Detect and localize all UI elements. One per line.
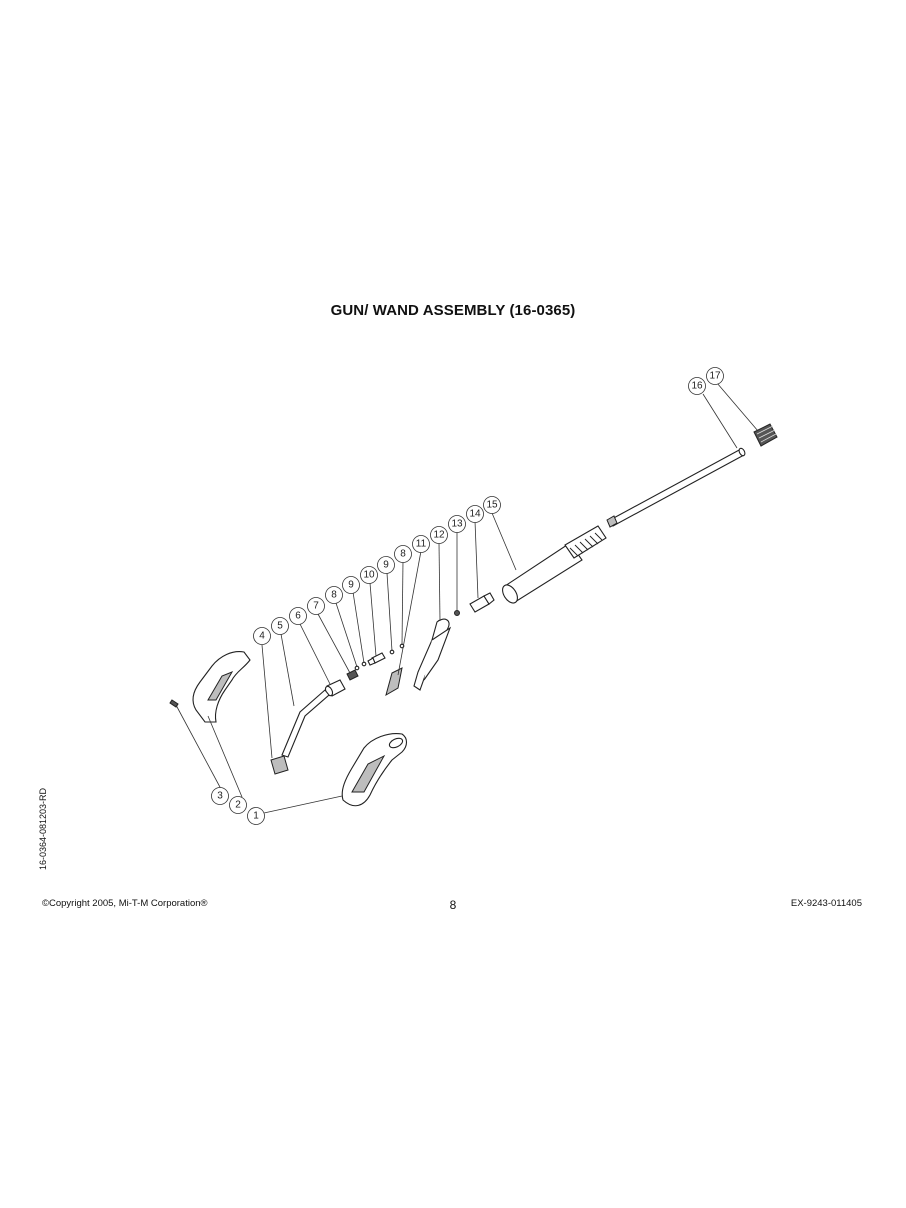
svg-text:16: 16 [691, 381, 703, 392]
part-grip-sleeve [502, 525, 607, 604]
part-nozzle-coupler [753, 423, 778, 447]
svg-text:8: 8 [400, 549, 406, 560]
part-handle-half-left [192, 651, 251, 723]
svg-text:11: 11 [416, 539, 427, 550]
svg-text:2: 2 [235, 800, 241, 811]
callout-4: 4 [253, 627, 271, 645]
callout-11: 11 [412, 535, 430, 553]
svg-text:3: 3 [217, 791, 223, 802]
svg-text:4: 4 [259, 631, 265, 642]
part-adapter [469, 592, 495, 613]
svg-text:14: 14 [469, 509, 481, 520]
part-wand-tube [606, 447, 746, 528]
svg-text:1: 1 [253, 811, 259, 822]
part-handle-half-right [341, 733, 408, 807]
svg-text:10: 10 [363, 570, 375, 581]
svg-text:15: 15 [486, 500, 498, 511]
callout-14: 14 [466, 505, 484, 523]
part-trigger [385, 667, 403, 697]
callout-2: 2 [229, 796, 247, 814]
callout-10: 10 [360, 566, 378, 584]
svg-text:17: 17 [709, 371, 721, 382]
page-title: GUN/ WAND ASSEMBLY (16-0365) [330, 302, 576, 319]
footer-doc-code: EX-9243-011405 [790, 898, 862, 909]
callout-1: 1 [247, 807, 265, 825]
callout-13: 13 [448, 515, 466, 533]
callout-5: 5 [271, 617, 289, 635]
callout-12: 12 [430, 526, 448, 544]
side-document-code: 16-0364-081203-RD [38, 787, 48, 870]
callout-16: 16 [688, 377, 706, 395]
callout-15: 15 [483, 496, 501, 514]
callout-17: 17 [706, 367, 724, 385]
callout-6: 6 [289, 607, 307, 625]
part-oring-13 [454, 610, 460, 616]
svg-text:7: 7 [313, 601, 319, 612]
svg-text:8: 8 [331, 590, 337, 601]
callout-9: 9 [342, 576, 360, 594]
part-inlet-nut [270, 755, 289, 775]
part-spring [346, 669, 359, 681]
part-trigger-guard [413, 618, 452, 691]
callout-8: 8 [325, 586, 343, 604]
svg-text:9: 9 [383, 560, 389, 571]
footer-copyright: ©Copyright 2005, Mi-T-M Corporation® [42, 898, 208, 909]
footer-page-number: 8 [449, 898, 457, 912]
callout-8b: 8 [394, 545, 412, 563]
callout-9b: 9 [377, 556, 395, 574]
callout-3: 3 [211, 787, 229, 805]
svg-text:13: 13 [451, 519, 463, 530]
part-inner-tube [281, 689, 330, 758]
svg-text:9: 9 [348, 580, 354, 591]
svg-text:6: 6 [295, 611, 301, 622]
svg-text:12: 12 [433, 530, 445, 541]
svg-text:5: 5 [277, 621, 283, 632]
callout-7: 7 [307, 597, 325, 615]
part-valve-stem [367, 652, 386, 666]
